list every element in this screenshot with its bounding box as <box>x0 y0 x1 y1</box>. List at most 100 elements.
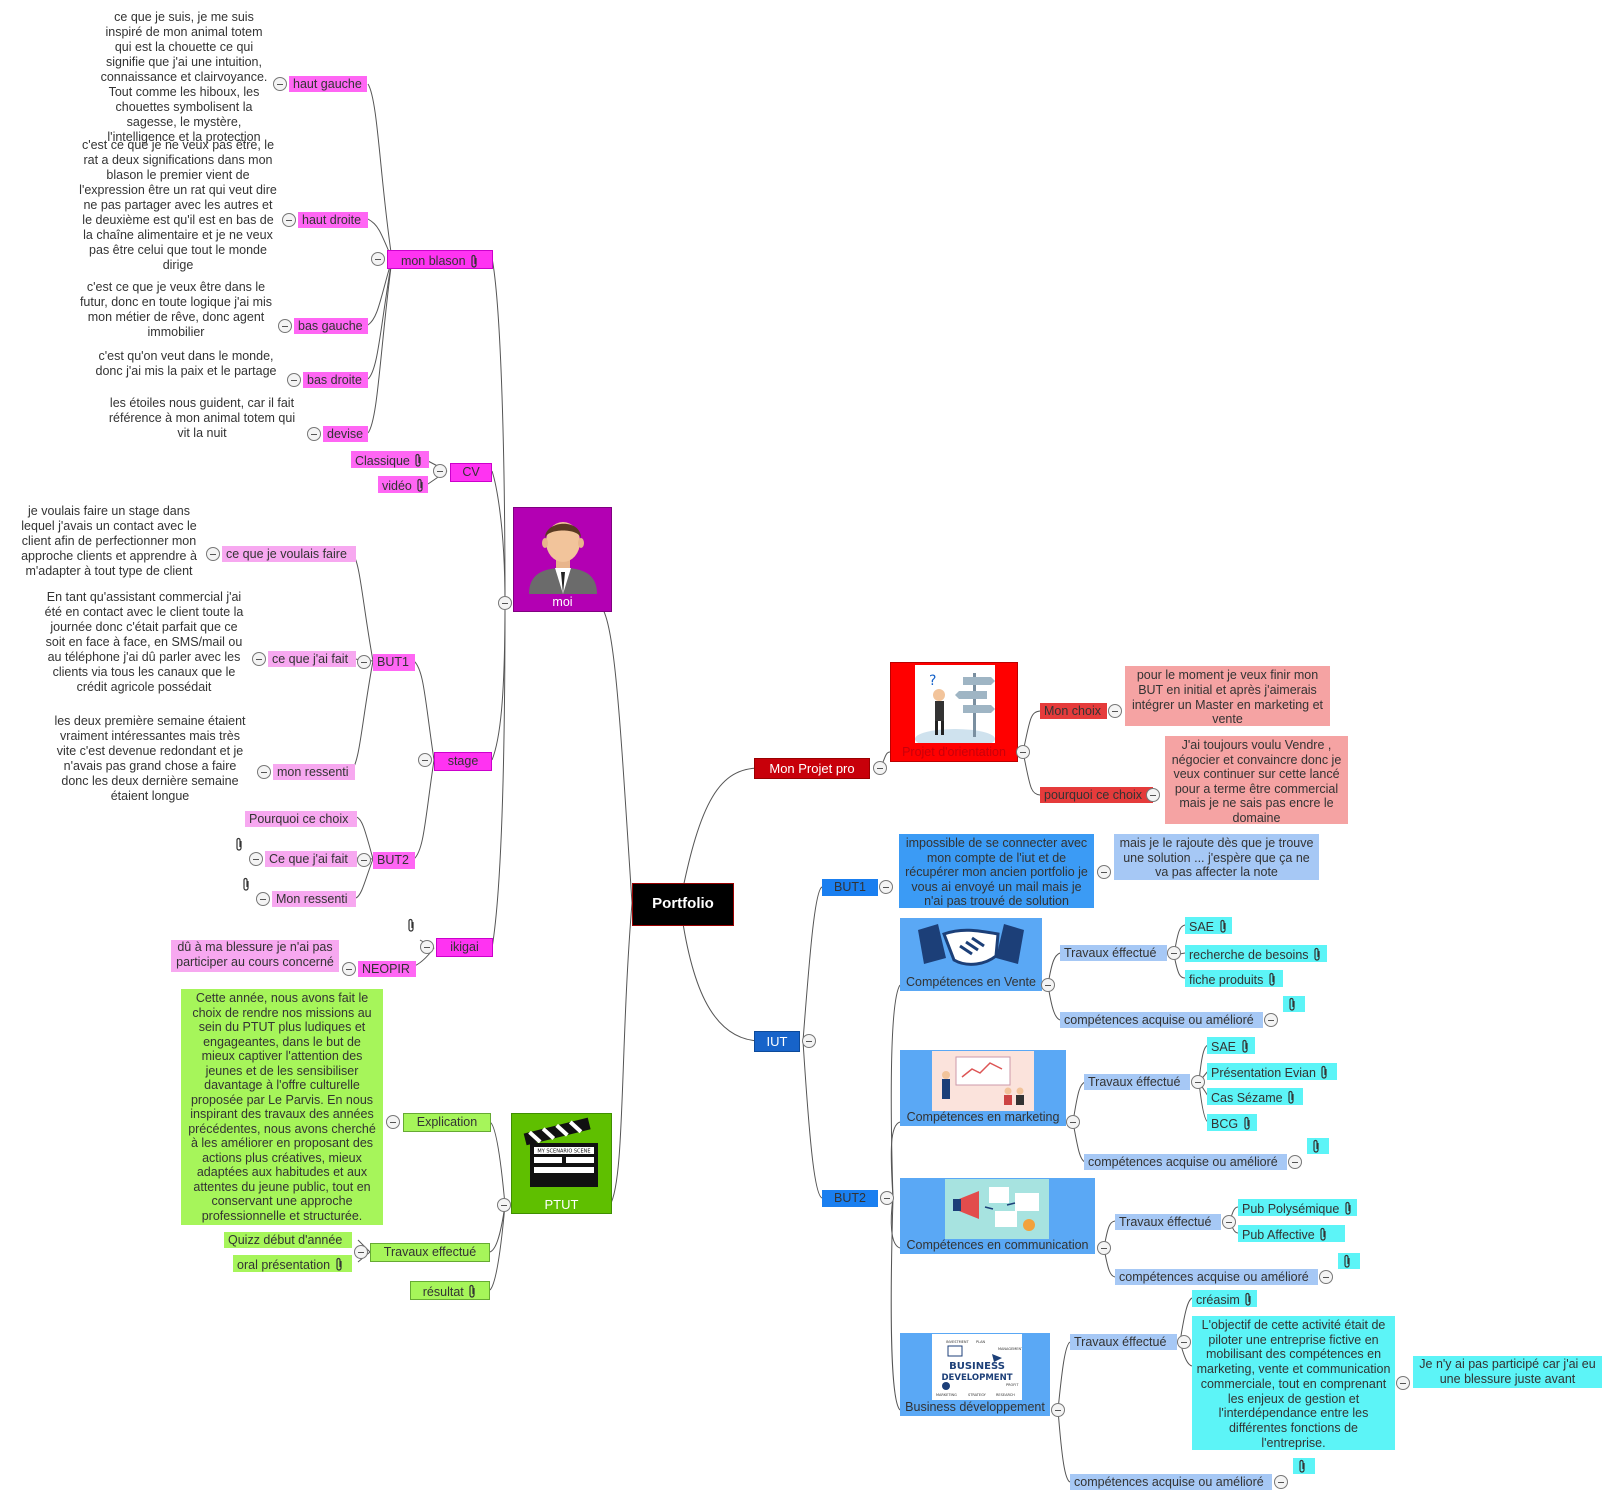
collapse-icon[interactable] <box>1016 745 1030 759</box>
collapse-icon[interactable] <box>1396 1376 1410 1390</box>
collapse-icon[interactable] <box>307 427 321 441</box>
collapse-icon[interactable] <box>273 77 287 91</box>
vente-travaux-node[interactable]: Travaux éffectué <box>1060 945 1167 961</box>
explication-node[interactable]: Explication <box>403 1113 491 1132</box>
collapse-icon[interactable] <box>206 547 220 561</box>
collapse-icon[interactable] <box>1191 1075 1205 1089</box>
projet-node[interactable]: Mon Projet pro <box>754 758 870 779</box>
stage-but2-node[interactable]: BUT2 <box>373 852 415 869</box>
collapse-icon[interactable] <box>1051 1403 1065 1417</box>
marketing-acquise-node[interactable]: compétences acquise ou amélioré <box>1084 1154 1287 1170</box>
sezame-node[interactable]: Cas Sézame <box>1207 1088 1303 1105</box>
bcg-node[interactable]: BCG <box>1207 1114 1257 1131</box>
fait2-node[interactable]: Ce que j'ai fait <box>265 851 357 867</box>
paperclip-icon[interactable] <box>334 1257 344 1271</box>
communication-travaux-node[interactable]: Travaux éffectué <box>1115 1214 1221 1230</box>
paperclip-icon[interactable] <box>467 1284 477 1298</box>
quizz-node[interactable]: Quizz début d'année <box>224 1232 352 1248</box>
ressenti2-node[interactable]: Mon ressenti <box>272 891 356 907</box>
evian-node[interactable]: Présentation Evian <box>1207 1063 1337 1080</box>
collapse-icon[interactable] <box>418 753 432 767</box>
orientation-node[interactable]: ? Projet d'orientation <box>890 662 1018 762</box>
collapse-icon[interactable] <box>1319 1270 1333 1284</box>
business-travaux-node[interactable]: Travaux éffectué <box>1070 1334 1177 1350</box>
vente-acquise-node[interactable]: compétences acquise ou amélioré <box>1060 1012 1263 1028</box>
paperclip-icon[interactable] <box>1242 1116 1252 1130</box>
paperclip-icon[interactable] <box>1287 997 1297 1011</box>
polysemique-node[interactable]: Pub Polysémique <box>1238 1199 1357 1216</box>
pourquoi-node[interactable]: pourquoi ce choix <box>1040 787 1153 803</box>
paperclip-icon[interactable] <box>1318 1227 1328 1241</box>
stage-but1-node[interactable]: BUT1 <box>373 654 415 671</box>
collapse-icon[interactable] <box>342 962 356 976</box>
paperclip-icon[interactable] <box>415 478 425 492</box>
paperclip-icon[interactable] <box>1240 1039 1250 1053</box>
bas-droite-node[interactable]: bas droite <box>303 372 368 388</box>
collapse-icon[interactable] <box>498 596 512 610</box>
devise-node[interactable]: devise <box>323 426 368 442</box>
collapse-icon[interactable] <box>420 940 434 954</box>
collapse-icon[interactable] <box>357 655 371 669</box>
collapse-icon[interactable] <box>1146 788 1160 802</box>
stage-node[interactable]: stage <box>434 752 492 771</box>
collapse-icon[interactable] <box>880 1191 894 1205</box>
ptut-node[interactable]: MY SCENARIO SCENE PTUT <box>511 1113 612 1214</box>
collapse-icon[interactable] <box>252 652 266 666</box>
collapse-icon[interactable] <box>1274 1475 1288 1489</box>
iut-node[interactable]: IUT <box>754 1031 800 1052</box>
ptut-travaux-node[interactable]: Travaux effectué <box>370 1243 490 1262</box>
communication-acquise-attach[interactable] <box>1338 1253 1360 1269</box>
collapse-icon[interactable] <box>371 252 385 266</box>
paperclip-icon[interactable] <box>413 453 423 467</box>
root-node[interactable]: Portfolio <box>632 883 734 926</box>
iut-but1-node[interactable]: BUT1 <box>822 879 878 896</box>
paperclip-icon[interactable] <box>1342 1254 1352 1268</box>
cv-node[interactable]: CV <box>450 463 492 482</box>
resultat-node[interactable]: résultat <box>410 1281 490 1300</box>
paperclip-icon[interactable] <box>1286 1090 1296 1104</box>
choix-node[interactable]: Mon choix <box>1040 703 1107 719</box>
collapse-icon[interactable] <box>249 852 263 866</box>
ressenti-node[interactable]: mon ressenti <box>273 764 355 780</box>
fait-node[interactable]: ce que j'ai fait <box>268 651 356 667</box>
affective-node[interactable]: Pub Affective <box>1238 1225 1345 1242</box>
collapse-icon[interactable] <box>1177 1335 1191 1349</box>
collapse-icon[interactable] <box>802 1034 816 1048</box>
collapse-icon[interactable] <box>497 1198 511 1212</box>
vente-acquise-attach[interactable] <box>1283 996 1305 1012</box>
collapse-icon[interactable] <box>879 880 893 894</box>
collapse-icon[interactable] <box>256 892 270 906</box>
collapse-icon[interactable] <box>1288 1155 1302 1169</box>
paperclip-icon[interactable] <box>1311 1139 1321 1153</box>
classique-node[interactable]: Classique <box>351 451 429 468</box>
ikigai-node[interactable]: ikigai <box>436 938 493 957</box>
business-node[interactable]: BUSINESS DEVELOPMENT INVESTMENT PLAN MAN… <box>900 1333 1050 1416</box>
iut-but2-node[interactable]: BUT2 <box>822 1190 878 1207</box>
paperclip-icon[interactable] <box>1267 972 1277 986</box>
communication-acquise-node[interactable]: compétences acquise ou amélioré <box>1115 1269 1318 1285</box>
collapse-icon[interactable] <box>1167 946 1181 960</box>
collapse-icon[interactable] <box>354 1245 368 1259</box>
collapse-icon[interactable] <box>357 853 371 867</box>
collapse-icon[interactable] <box>1264 1013 1278 1027</box>
business-acquise-node[interactable]: compétences acquise ou amélioré <box>1070 1474 1272 1490</box>
collapse-icon[interactable] <box>1041 978 1055 992</box>
collapse-icon[interactable] <box>278 319 292 333</box>
vente-sae-node[interactable]: SAE <box>1185 917 1232 934</box>
blason-node[interactable]: mon blason <box>387 250 493 269</box>
marketing-acquise-attach[interactable] <box>1307 1138 1329 1154</box>
neopir-node[interactable]: NEOPIR <box>358 961 416 977</box>
collapse-icon[interactable] <box>282 213 296 227</box>
besoins-node[interactable]: recherche de besoins <box>1185 945 1327 962</box>
collapse-icon[interactable] <box>1066 1115 1080 1129</box>
collapse-icon[interactable] <box>1222 1215 1236 1229</box>
collapse-icon[interactable] <box>1108 704 1122 718</box>
collapse-icon[interactable] <box>257 765 271 779</box>
pourquoi-node[interactable]: Pourquoi ce choix <box>245 811 357 827</box>
marketing-travaux-node[interactable]: Travaux éffectué <box>1084 1074 1190 1090</box>
collapse-icon[interactable] <box>873 761 887 775</box>
oral-node[interactable]: oral présentation <box>233 1255 352 1272</box>
haut-gauche-node[interactable]: haut gauche <box>289 76 367 92</box>
paperclip-icon[interactable] <box>241 876 251 892</box>
paperclip-icon[interactable] <box>406 917 416 933</box>
